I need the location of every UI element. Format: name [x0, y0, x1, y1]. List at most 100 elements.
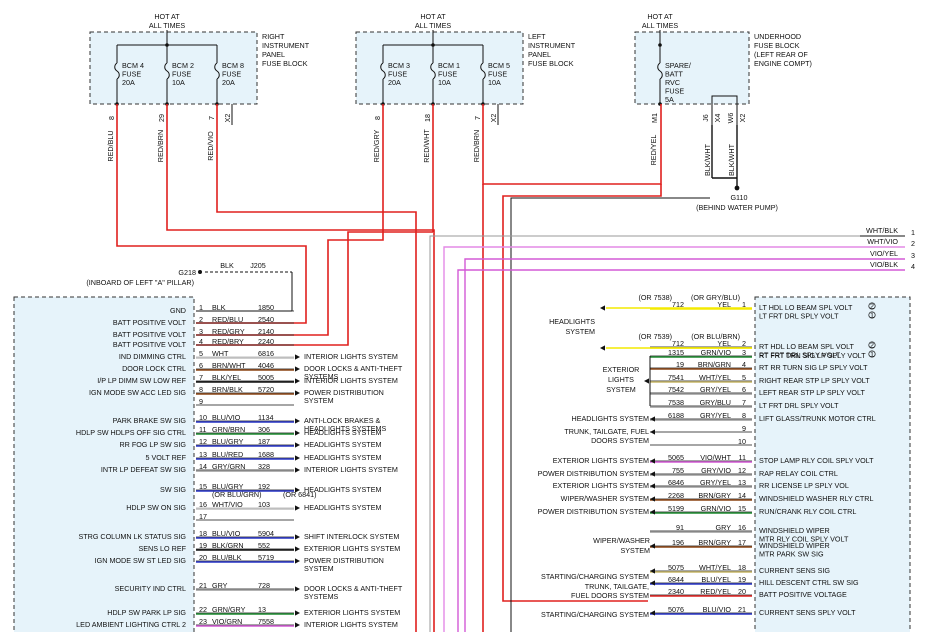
- left-pin-function: I/P LP DIMM SW LOW REF: [97, 376, 186, 385]
- right-destination: EXTERIOR LIGHTS SYSTEM: [553, 481, 649, 490]
- right-pin-number: 12: [738, 466, 746, 475]
- pin-number: X2: [489, 114, 498, 123]
- right-pin-function: LT FRT DRL SPLY VOLT: [759, 401, 839, 410]
- pin-number: W6: [726, 113, 735, 124]
- left-circuit-number: 192: [258, 482, 270, 491]
- left-arrow: [295, 378, 300, 384]
- left-pin-function: SENS LO REF: [138, 544, 186, 553]
- hot-label: HOT AT: [647, 12, 673, 21]
- left-pin-number: 6: [199, 361, 203, 370]
- left-pin-number: 11: [199, 425, 206, 434]
- right-destination: TRUNK, TAILGATE, FUEL: [564, 427, 649, 436]
- left-circuit-number: 1850: [258, 303, 274, 312]
- hdlp-arrow-1: [600, 305, 605, 311]
- right-arrow: [650, 610, 655, 616]
- left-destination: HEADLIGHTS SYSTEM: [304, 440, 381, 449]
- left-wire-color: BLU/GRY: [212, 437, 244, 446]
- left-pin-number: 12: [199, 437, 207, 446]
- right-arrow: [650, 458, 655, 464]
- left-circuit-number: 6816: [258, 349, 274, 358]
- wire-color-label: RED/BRN: [472, 130, 481, 162]
- top-wire-color: VIO/YEL: [870, 249, 898, 258]
- right-arrow: [650, 580, 655, 586]
- left-destination: DOOR LOCKS & ANTI-THEFT: [304, 584, 403, 593]
- right-circuit-number: 19: [676, 360, 684, 369]
- left-circuit-number: 13: [258, 605, 266, 614]
- right-destination: EXTERIOR LIGHTS SYSTEM: [553, 456, 649, 465]
- left-arrow: [295, 430, 300, 436]
- wire-color-label: RED/BRN: [156, 130, 165, 162]
- right-pin-function: RR LICENSE LP SPLY VOL: [759, 481, 849, 490]
- left-wire-color: BLK: [212, 303, 226, 312]
- note-circle: [868, 341, 876, 349]
- left-arrow: [295, 558, 300, 564]
- left-pin-number: 5: [199, 349, 203, 358]
- left-pin-function: SW SIG: [160, 485, 186, 494]
- right-pin-function: RT FRT TRN SIG LP SPLY VOLT: [759, 351, 866, 360]
- right-wire-color: GRY/YEL: [700, 478, 731, 487]
- right-pin-function: MTR RLY COIL SPLY VOLT: [759, 535, 849, 544]
- right-wire-color: GRY/YEL: [700, 385, 731, 394]
- fuse-block-right: [89, 31, 258, 105]
- fuse-label: RVC: [665, 78, 680, 87]
- left-destination: EXTERIOR LIGHTS SYSTEM: [304, 544, 400, 553]
- right-pin-number: 6: [742, 385, 746, 394]
- right-wire-color: GRY/VIO: [701, 466, 731, 475]
- left-pin-function: HDLP SW PARK LP SIG: [107, 608, 186, 617]
- fuse-label: FUSE: [222, 70, 241, 79]
- left-pin-number: 19: [199, 541, 207, 550]
- right-alt-color: (OR BLU/BRN): [691, 332, 740, 341]
- wire-color-label: BLK/WHT: [727, 143, 736, 176]
- left-destination: HEADLIGHTS SYSTEM: [304, 453, 381, 462]
- pin-number: X2: [738, 114, 747, 123]
- left-circuit-number: 103: [258, 500, 270, 509]
- left-circuit-number: 328: [258, 462, 270, 471]
- fuse-label: FUSE: [488, 70, 507, 79]
- left-destination: SYSTEM: [304, 564, 334, 573]
- left-destination: SHIFT INTERLOCK SYSTEM: [304, 532, 399, 541]
- wire-red-brn-2: [482, 104, 662, 185]
- right-circuit-number: 2340: [668, 587, 684, 596]
- fuse-symbol: [164, 62, 170, 80]
- right-destination: SYSTEM: [565, 327, 595, 336]
- pin-number: 8: [107, 116, 116, 120]
- right-pin-number: 8: [742, 411, 746, 420]
- right-wire-color: GRN/VIO: [701, 348, 732, 357]
- g218-splice: J205: [250, 261, 266, 270]
- right-destination: STARTING/CHARGING SYSTEM: [541, 610, 649, 619]
- right-circuit-number: 6846: [668, 478, 684, 487]
- right-wire-color: GRY: [716, 523, 732, 532]
- right-circuit-number: 7541: [668, 373, 684, 382]
- left-wire-color: WHT: [212, 349, 229, 358]
- right-circuit-number: 196: [672, 538, 684, 547]
- left-wire-color: VIO/GRN: [212, 617, 242, 626]
- left-pin-function: GND: [170, 306, 186, 315]
- right-arrow: [650, 483, 655, 489]
- wire-wht-vio: [443, 246, 905, 632]
- left-pin-function: IGN MODE SW ACC LED SIG: [89, 388, 186, 397]
- note-number: 2: [870, 302, 874, 311]
- pin-number: 7: [207, 116, 216, 120]
- wire-color-label: RED/GRY: [372, 129, 381, 162]
- right-pin-number: 2: [742, 339, 746, 348]
- top-wire-pin: 3: [911, 251, 915, 260]
- fuse-block-name: PANEL: [262, 50, 285, 59]
- wire-red-gry: [196, 104, 384, 336]
- wiper-arrow: [650, 543, 655, 549]
- right-destination: SYSTEM: [620, 546, 650, 555]
- right-arrow: [650, 416, 655, 422]
- left-circuit-number: 552: [258, 541, 270, 550]
- left-circuit-number: 5720: [258, 385, 274, 394]
- left-wire-color: GRY/GRN: [212, 462, 245, 471]
- right-wire-color: BRN/GRY: [698, 491, 731, 500]
- left-pin-function: 5 VOLT REF: [146, 453, 187, 462]
- right-destination: EXTERIOR: [603, 365, 640, 374]
- hot-label: ALL TIMES: [642, 21, 679, 30]
- left-wire-color: RED/BLU: [212, 315, 243, 324]
- right-circuit-number: 6844: [668, 575, 684, 584]
- left-pin-number: 18: [199, 529, 207, 538]
- fuse-block-name: INSTRUMENT: [262, 41, 310, 50]
- right-alt-color: (OR GRY/BLU): [691, 293, 740, 302]
- right-pin-function: CURRENT SENS SPLY VOLT: [759, 608, 856, 617]
- left-arrow: [295, 487, 300, 493]
